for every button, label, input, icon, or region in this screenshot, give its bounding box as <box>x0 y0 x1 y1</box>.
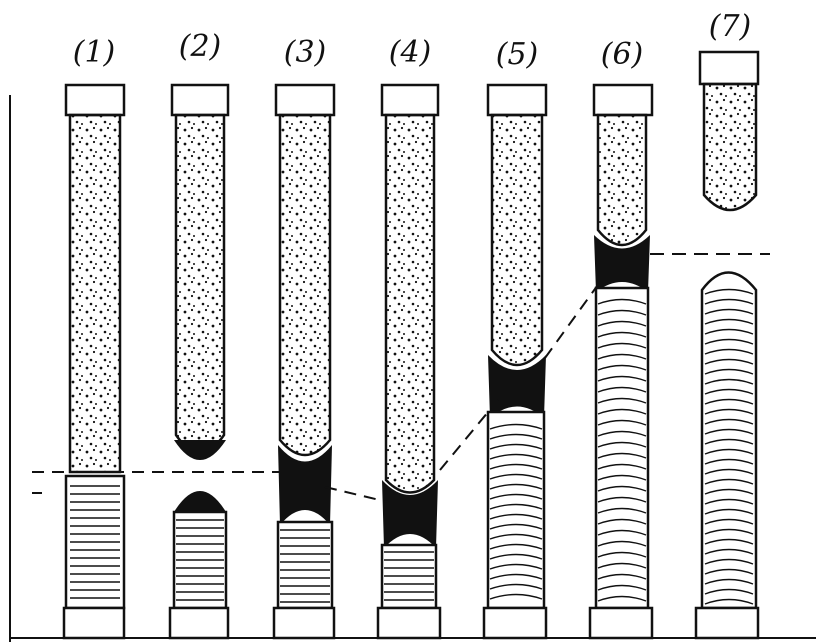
tube-3-top-cap <box>276 85 334 115</box>
tube-5-bottom-cap <box>484 608 546 638</box>
tube-7-bottom-cap <box>696 608 758 638</box>
tube-7-sand <box>704 84 756 210</box>
tube-2-top-cap <box>172 85 228 115</box>
tube-5-top-cap <box>488 85 546 115</box>
tube-6-liquid <box>596 288 648 608</box>
tube-1-sand <box>70 115 120 472</box>
tube-4-sand <box>386 115 434 493</box>
tube-6-bottom-cap <box>590 608 652 638</box>
tube-2-meniscus-bottom <box>174 491 226 512</box>
tube-3-sand <box>280 115 330 455</box>
tube-3-neck <box>278 445 332 525</box>
tube-4-bottom-cap <box>378 608 440 638</box>
tube-6-sand <box>598 115 646 245</box>
tube-3-liquid <box>278 522 332 608</box>
tube-5-liquid <box>488 412 544 608</box>
tube-2-meniscus-top <box>174 440 226 460</box>
tube-5-sand <box>492 115 542 365</box>
layers <box>10 52 816 642</box>
tube-1-bottom-cap <box>64 608 124 638</box>
guide-line-5-6 <box>545 282 600 358</box>
guide-line-3-4 <box>325 487 388 502</box>
tube-3-bottom-cap <box>274 608 334 638</box>
tube-1-top-cap <box>66 85 124 115</box>
tube-7-top-cap <box>700 52 758 84</box>
tube-2-sand <box>176 115 224 453</box>
tube-6-top-cap <box>594 85 652 115</box>
tube-2-bottom-cap <box>170 608 228 638</box>
tube-4-top-cap <box>382 85 438 115</box>
